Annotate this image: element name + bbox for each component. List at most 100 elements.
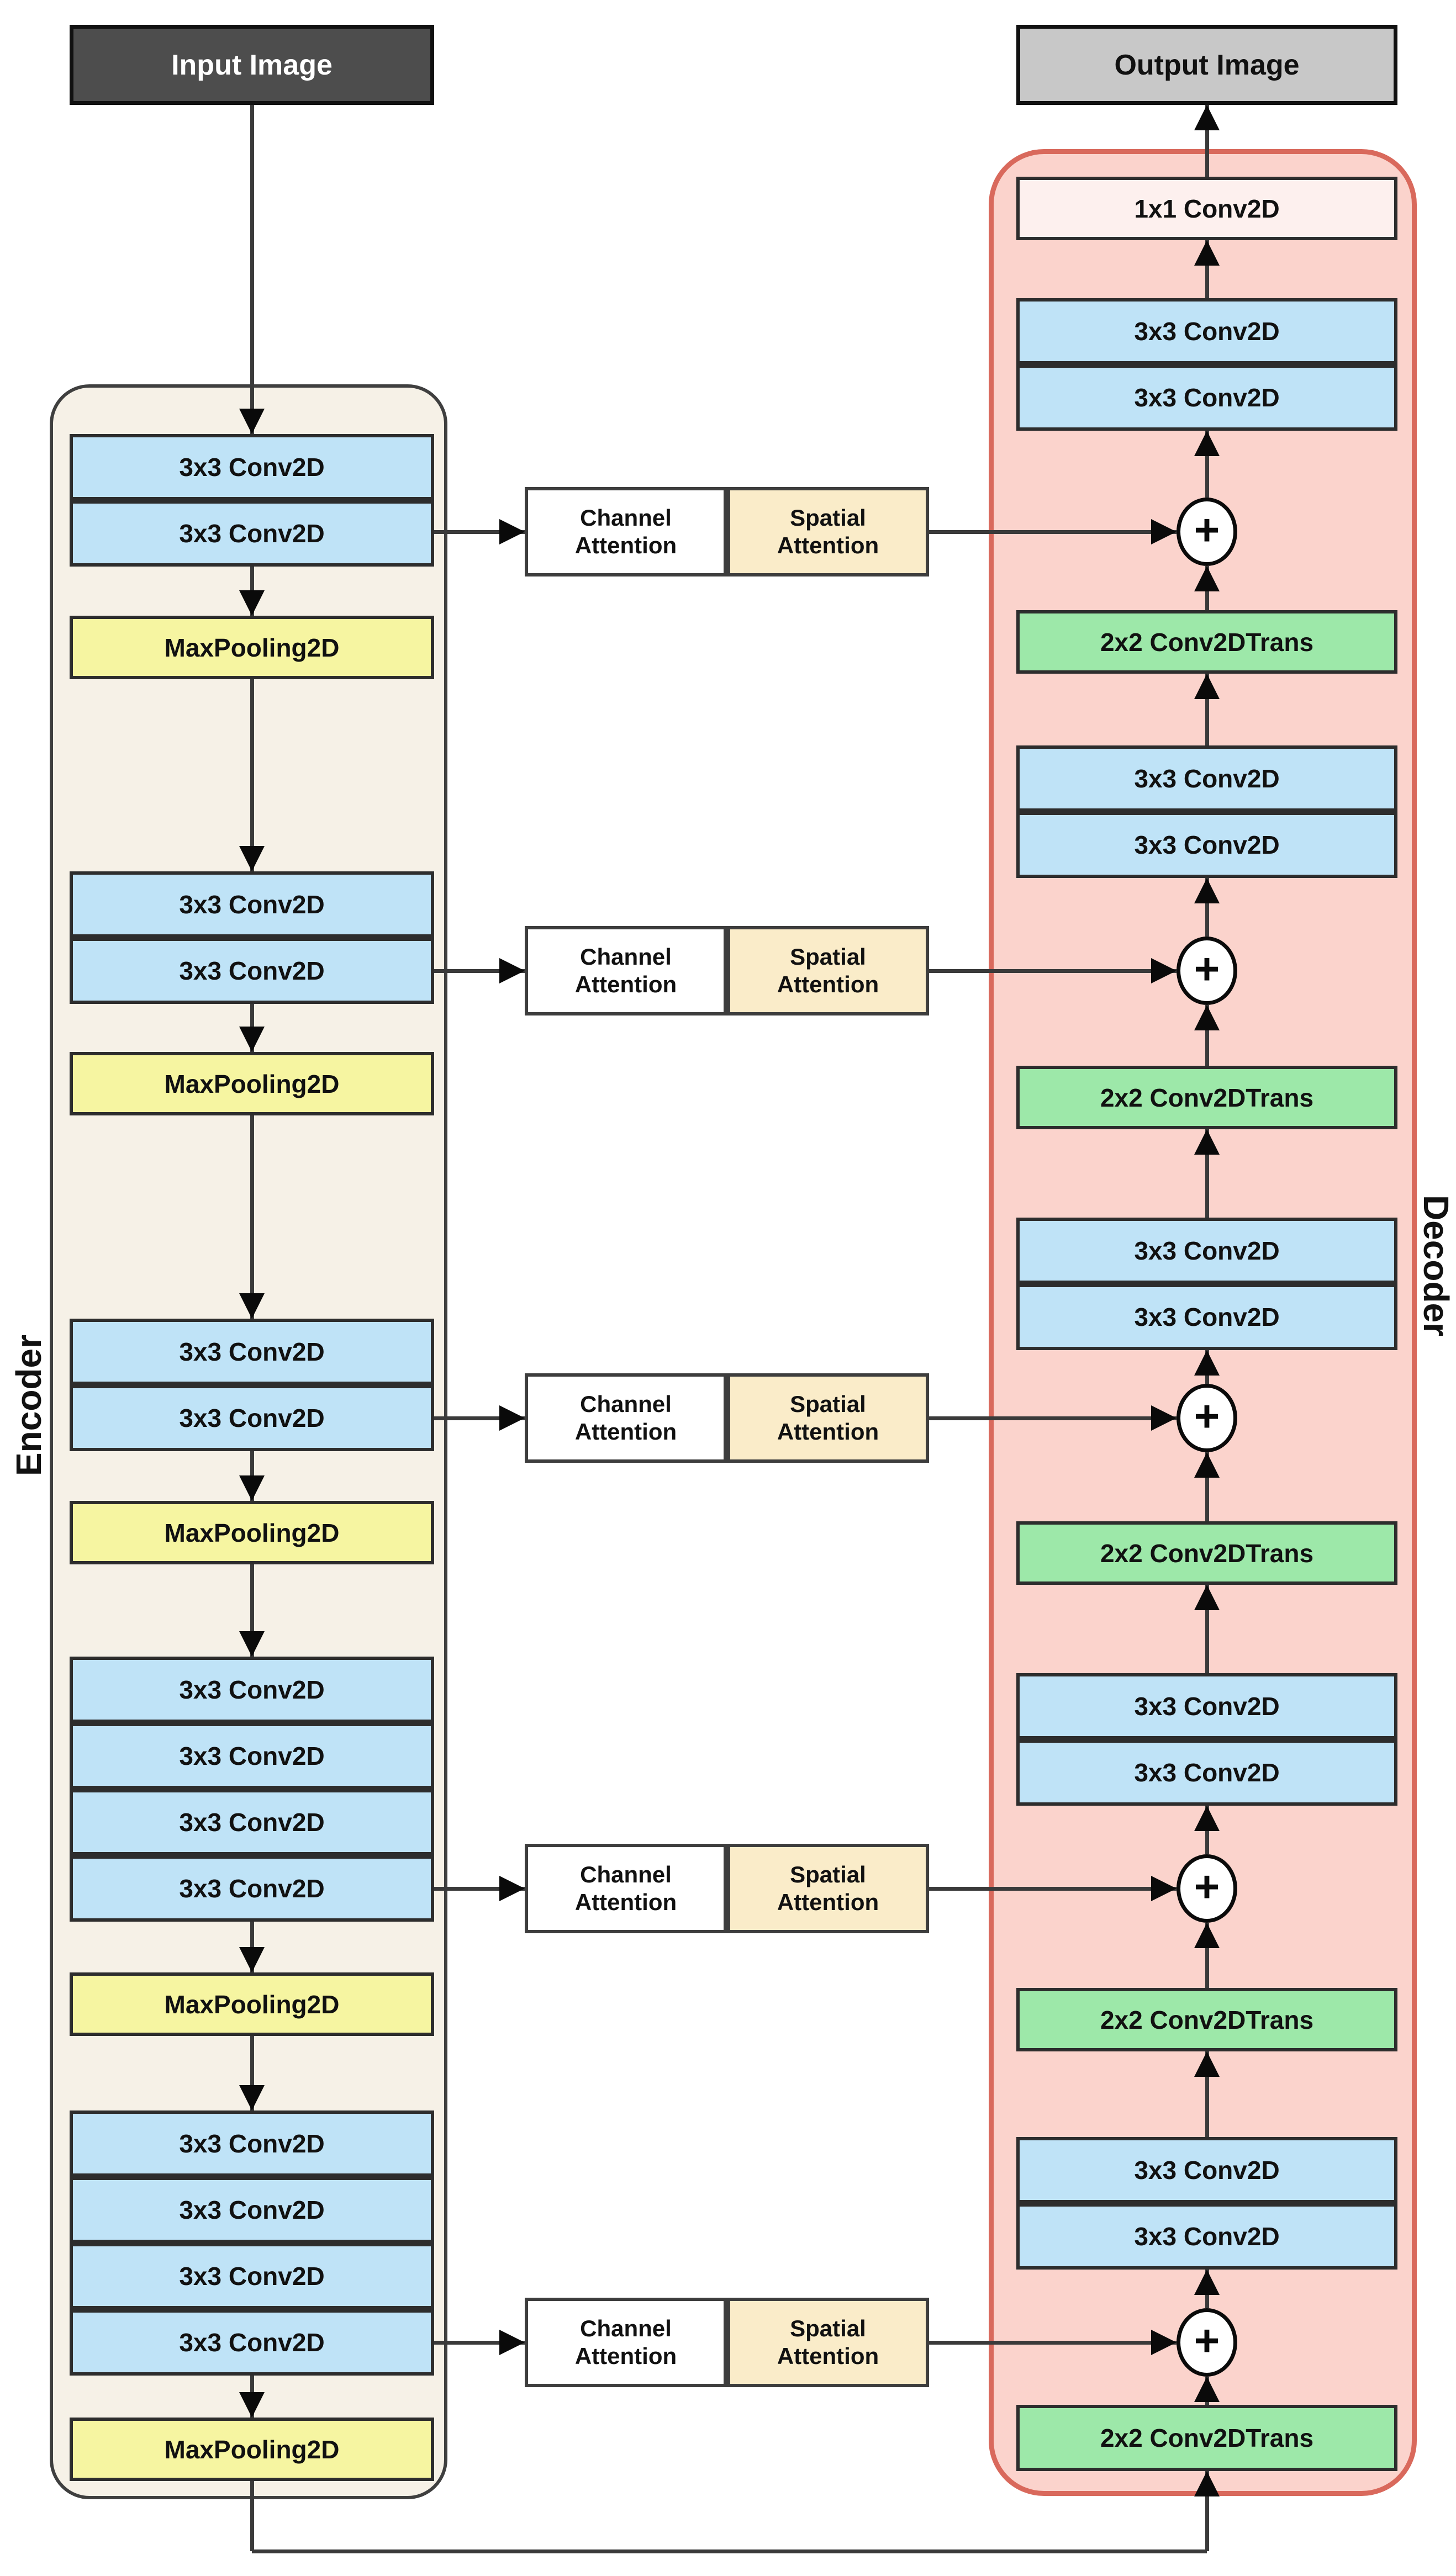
arrowhead-right-icon xyxy=(499,1876,525,1901)
arrowhead-up-icon xyxy=(1194,2471,1220,2496)
arrowhead-down-icon xyxy=(239,590,265,616)
connector-line xyxy=(434,530,525,534)
connector-line xyxy=(1205,674,1209,745)
channel-attention-line1: Channel xyxy=(580,1391,672,1417)
connector-line xyxy=(929,1887,1177,1891)
spatial-attention-line1: Spatial xyxy=(790,944,866,970)
conv-block: 3x3 Conv2D xyxy=(1016,1739,1397,1806)
arrowhead-down-icon xyxy=(239,2392,265,2418)
arrowhead-up-icon xyxy=(1194,2377,1220,2402)
connector-line xyxy=(434,1887,525,1891)
conv-block: 3x3 Conv2D xyxy=(70,434,434,500)
arrowhead-right-icon xyxy=(1151,519,1177,544)
spatial-attention-line2: Attention xyxy=(777,971,879,997)
connector-line xyxy=(1205,2471,1209,2551)
spatial-attention-line1: Spatial xyxy=(790,1391,866,1417)
add-node: + xyxy=(1177,2308,1237,2377)
arrowhead-up-icon xyxy=(1194,2270,1220,2295)
arrowhead-right-icon xyxy=(1151,958,1177,983)
conv-block: 3x3 Conv2D xyxy=(1016,298,1397,364)
connector-line xyxy=(1205,431,1209,498)
arrowhead-up-icon xyxy=(1194,431,1220,456)
spatial-attention-line1: Spatial xyxy=(790,2315,866,2342)
conv-transpose-block: 2x2 Conv2DTrans xyxy=(1016,1521,1397,1585)
connector-line xyxy=(1205,1585,1209,1673)
arrowhead-right-icon xyxy=(499,519,525,544)
conv-transpose-block: 2x2 Conv2DTrans xyxy=(1016,1988,1397,2051)
connector-line xyxy=(1205,1005,1209,1066)
arrowhead-right-icon xyxy=(1151,1405,1177,1431)
conv-block: 3x3 Conv2D xyxy=(70,1789,434,1855)
conv-block: 3x3 Conv2D xyxy=(70,1657,434,1723)
connector-line xyxy=(1205,105,1209,177)
connector-line xyxy=(1205,2051,1209,2137)
spatial-attention-line2: Attention xyxy=(777,532,879,558)
arrowhead-down-icon xyxy=(239,1293,265,1319)
conv-block: 3x3 Conv2D xyxy=(1016,745,1397,812)
connector-line xyxy=(1205,1452,1209,1521)
conv-block: 3x3 Conv2D xyxy=(70,1385,434,1451)
connector-line xyxy=(1205,1923,1209,1988)
conv-block: 3x3 Conv2D xyxy=(70,1319,434,1385)
arrowhead-up-icon xyxy=(1194,1585,1220,1610)
connector-line xyxy=(929,969,1177,973)
connector-line xyxy=(434,1416,525,1420)
connector-line xyxy=(434,969,525,973)
add-node: + xyxy=(1177,1384,1237,1452)
maxpool-block: MaxPooling2D xyxy=(70,616,434,679)
conv-block: 3x3 Conv2D xyxy=(70,2243,434,2309)
arrowhead-right-icon xyxy=(1151,2330,1177,2355)
arrowhead-up-icon xyxy=(1194,1806,1220,1831)
conv-block: 3x3 Conv2D xyxy=(1016,812,1397,878)
connector-line xyxy=(250,2481,254,2551)
conv-block: 3x3 Conv2D xyxy=(1016,2137,1397,2203)
arrowhead-up-icon xyxy=(1194,674,1220,699)
conv1x1-block: 1x1 Conv2D xyxy=(1016,177,1397,240)
arrowhead-up-icon xyxy=(1194,240,1220,266)
arrowhead-up-icon xyxy=(1194,105,1220,130)
connector-line xyxy=(1205,1129,1209,1218)
channel-attention-line2: Attention xyxy=(574,971,677,997)
arrowhead-up-icon xyxy=(1194,1129,1220,1155)
add-node: + xyxy=(1177,1854,1237,1923)
conv-block: 3x3 Conv2D xyxy=(70,1723,434,1789)
channel-attention-line1: Channel xyxy=(580,1861,672,1888)
connector-line xyxy=(929,2341,1177,2345)
arrowhead-up-icon xyxy=(1194,2051,1220,2077)
conv-block: 3x3 Conv2D xyxy=(1016,2203,1397,2270)
connector-line xyxy=(1205,240,1209,298)
arrowhead-right-icon xyxy=(499,2330,525,2355)
conv-block: 3x3 Conv2D xyxy=(1016,1673,1397,1739)
add-node: + xyxy=(1177,937,1237,1005)
arrowhead-down-icon xyxy=(239,1947,265,1972)
arrowhead-down-icon xyxy=(239,846,265,871)
spatial-attention-line2: Attention xyxy=(777,1889,879,1915)
arrowhead-up-icon xyxy=(1194,878,1220,903)
conv-block: 3x3 Conv2D xyxy=(1016,1218,1397,1284)
conv-block: 3x3 Conv2D xyxy=(70,500,434,567)
maxpool-block: MaxPooling2D xyxy=(70,1501,434,1564)
conv-transpose-block: 2x2 Conv2DTrans xyxy=(1016,610,1397,674)
connector-line xyxy=(252,2549,1207,2553)
connector-line xyxy=(250,1564,254,1657)
channel-attention-line2: Attention xyxy=(574,1419,677,1445)
spatial-attention-line1: Spatial xyxy=(790,505,866,531)
arrowhead-up-icon xyxy=(1194,1923,1220,1948)
spatial-attention-line2: Attention xyxy=(777,2343,879,2369)
connector-line xyxy=(1205,878,1209,937)
maxpool-block: MaxPooling2D xyxy=(70,1972,434,2036)
channel-attention-line2: Attention xyxy=(574,1889,677,1915)
arrowhead-up-icon xyxy=(1194,1452,1220,1478)
arrowhead-up-icon xyxy=(1194,1350,1220,1376)
connector-line xyxy=(250,1115,254,1319)
decoder-label: Decoder xyxy=(1416,1194,1456,1337)
connector-line xyxy=(434,2341,525,2345)
channel-attention-line2: Attention xyxy=(574,532,677,558)
